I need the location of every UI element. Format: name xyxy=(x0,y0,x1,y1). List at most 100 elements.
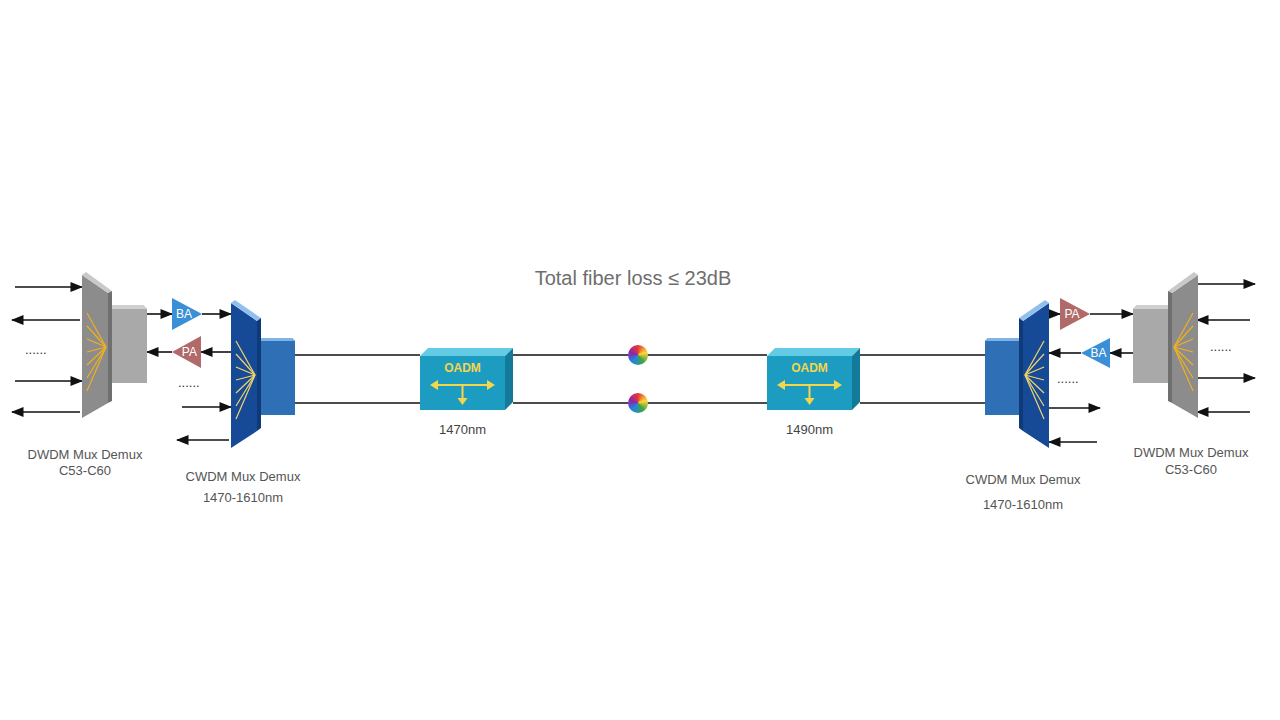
mux-demux-node: DWDM Mux DemuxC53-C60 xyxy=(1126,272,1256,484)
signal-arrow xyxy=(202,313,231,315)
amplifier-label: PA xyxy=(1064,306,1079,322)
ellipsis-label: ...... xyxy=(1057,372,1079,386)
fan-line xyxy=(87,326,106,347)
amplifier-triangle xyxy=(1060,298,1090,330)
amplifier-triangle xyxy=(1081,338,1110,368)
node-shape xyxy=(420,348,513,410)
mux-demux-node: DWDM Mux DemuxC53-C60 xyxy=(18,272,152,484)
fan-line xyxy=(1174,339,1193,347)
amplifier-triangle xyxy=(172,298,202,330)
oadm-arrow xyxy=(487,380,495,390)
signal-arrow xyxy=(1049,352,1081,354)
signal-arrow xyxy=(1049,313,1060,315)
device-name: CWDM Mux Demux xyxy=(186,469,301,485)
mux-figure xyxy=(1133,272,1198,418)
fan-line xyxy=(1025,367,1044,375)
amplifier-label: PA xyxy=(182,344,197,360)
signal-arrow xyxy=(1110,352,1133,354)
amplifier-node: PA xyxy=(172,336,201,368)
shape-outline xyxy=(985,303,1049,448)
mux-panel xyxy=(1172,275,1198,418)
shape-outline xyxy=(1133,275,1198,418)
device-name: DWDM Mux Demux xyxy=(1134,445,1249,461)
ellipsis-label: ...... xyxy=(178,376,200,390)
signal-arrow xyxy=(1090,313,1133,315)
node-shape xyxy=(985,303,1049,448)
shape-outline xyxy=(231,303,295,448)
fan-line xyxy=(1025,375,1044,419)
oadm-node: OADM 1470nm xyxy=(405,346,528,442)
amplifier-node: BA xyxy=(172,298,202,330)
wavelength-label: 1470nm xyxy=(439,422,486,438)
fan-line xyxy=(1025,375,1044,406)
fan-line xyxy=(87,347,106,391)
mux-body xyxy=(1133,305,1172,383)
ellipsis-label: ...... xyxy=(1210,340,1232,354)
shape-outline xyxy=(767,348,860,410)
fan-line xyxy=(87,339,106,347)
amplifier-label: BA xyxy=(176,306,192,322)
mux-body xyxy=(985,338,1023,415)
mux-panel xyxy=(1023,303,1049,448)
mux-top xyxy=(1133,305,1172,309)
mux-demux-node: CWDM Mux Demux1470-1610nm xyxy=(178,300,308,510)
oadm-side xyxy=(505,348,513,410)
fan-line xyxy=(87,347,106,378)
mux-body xyxy=(108,305,147,383)
mux-figure xyxy=(231,300,295,448)
oadm-arrow xyxy=(834,380,842,390)
mux-panel-edge xyxy=(1168,272,1198,293)
mux-panel-edge xyxy=(231,300,261,321)
oadm-arrow xyxy=(805,398,815,405)
node-shape xyxy=(231,303,295,448)
fan-line xyxy=(236,341,255,375)
fan-line xyxy=(236,375,255,406)
shape-outline xyxy=(82,275,147,418)
shape-outline xyxy=(420,348,513,410)
fan-line xyxy=(236,367,255,375)
mux-panel-side xyxy=(1168,291,1172,403)
mux-panel xyxy=(82,275,108,418)
fan-line xyxy=(1025,341,1044,375)
fan-line xyxy=(1174,326,1193,347)
oadm-node: OADM1490nm xyxy=(752,346,875,442)
fan-line xyxy=(1174,347,1193,391)
mux-panel-side xyxy=(108,291,112,403)
fiber-line xyxy=(860,354,985,355)
oadm-front xyxy=(767,356,852,410)
device-name: CWDM Mux Demux xyxy=(966,472,1081,488)
oadm-top xyxy=(420,348,513,356)
mux-panel-side xyxy=(1019,318,1023,431)
fiber-line xyxy=(860,402,985,403)
signal-arrow xyxy=(147,313,172,315)
mux-figure xyxy=(82,272,147,418)
amplifier-label: BA xyxy=(1090,345,1106,361)
band-label: 1470-1610nm xyxy=(983,497,1063,513)
fan-line xyxy=(236,354,255,375)
amplifier-node: BA xyxy=(1081,338,1110,368)
mux-figure xyxy=(985,300,1049,448)
oadm-front xyxy=(420,356,505,410)
oadm-top xyxy=(767,348,860,356)
mux-demux-node: CWDM Mux Demux 1470-1610nm xyxy=(955,300,1091,512)
band-label: C53-C60 xyxy=(1165,462,1217,478)
device-name: DWDM Mux Demux xyxy=(28,447,143,463)
fan-line xyxy=(1174,313,1193,347)
oadm-arrow xyxy=(462,385,464,400)
ellipsis-label: ...... xyxy=(25,343,47,357)
mux-top xyxy=(257,338,295,341)
fan-line xyxy=(87,313,106,347)
signal-arrow xyxy=(147,351,172,353)
fiber-line xyxy=(295,402,420,403)
mux-top xyxy=(985,338,1023,341)
oadm-title: OADM xyxy=(791,360,828,376)
band-label: C53-C60 xyxy=(59,463,111,479)
title-text: Total fiber loss ≤ 23dB xyxy=(535,266,732,290)
oadm-arrow xyxy=(809,385,811,400)
fan-line xyxy=(1025,354,1044,375)
amplifier-triangle xyxy=(172,336,201,368)
oadm-title: OADM xyxy=(444,360,481,376)
node-shape xyxy=(1133,275,1198,418)
mux-top xyxy=(108,305,147,309)
oadm-arrow xyxy=(458,398,468,405)
